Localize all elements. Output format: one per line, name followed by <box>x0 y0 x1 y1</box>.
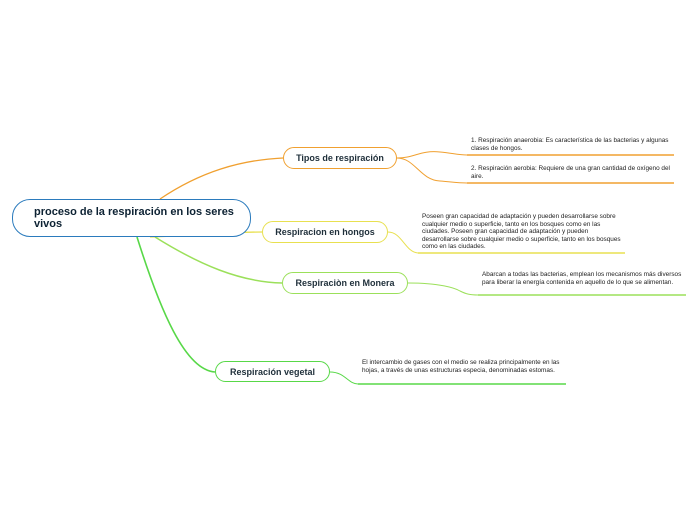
topic-respiracion-vegetal[interactable]: Respiración vegetal <box>215 361 330 382</box>
connector-root-monera <box>154 236 283 284</box>
topic-tipos-de-respiracion[interactable]: Tipos de respiración <box>283 147 397 169</box>
connector-root-tipos <box>159 157 284 200</box>
subtopic-tipos-aerobia[interactable]: 2. Respiración aerobia: Requiere de una … <box>471 165 670 180</box>
subtopic-vegetal-estomas[interactable]: El intercambio de gases con el medio se … <box>362 359 560 374</box>
connector-vegetal-leaf <box>329 371 359 385</box>
topic-monera-label: Respiraciòn en Monera <box>295 278 395 288</box>
root-topic[interactable]: proceso de la respiración en los seres v… <box>12 199 251 237</box>
topic-tipos-label: Tipos de respiración <box>296 153 384 163</box>
connector-monera-leaf <box>407 282 479 296</box>
connector-tipos-leaf-1 <box>396 151 468 159</box>
connector-tipos-leaf-2 <box>396 157 468 184</box>
topic-hongos-label: Respiracion en hongos <box>275 227 375 237</box>
topic-vegetal-label: Respiración vegetal <box>229 366 316 377</box>
subtopic-hongos-adaptacion[interactable]: Poseen gran capacidad de adaptación y pu… <box>422 213 621 251</box>
subtopic-tipos-anaerobia[interactable]: 1. Respiración anaerobia: Es característ… <box>471 137 669 152</box>
topic-respiracion-en-hongos[interactable]: Respiracion en hongos <box>262 221 388 243</box>
connector-hongos-leaf <box>387 231 419 254</box>
root-topic-label: proceso de la respiración en los seres v… <box>34 206 234 230</box>
connector-root-vegetal <box>136 236 216 373</box>
topic-respiracion-en-monera[interactable]: Respiraciòn en Monera <box>282 272 408 294</box>
subtopic-monera-bacterias[interactable]: Abarcan a todas las bacterias, emplean l… <box>482 271 682 286</box>
